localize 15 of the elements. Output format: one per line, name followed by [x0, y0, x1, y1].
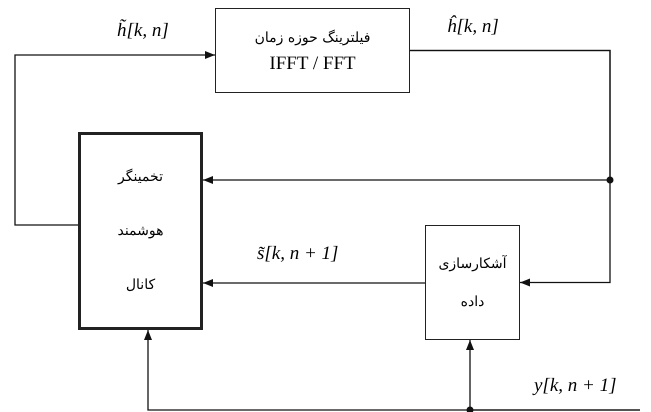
box-text: IFFT / FFT — [269, 52, 356, 76]
process-box — [215, 8, 410, 93]
box-text: آشکارسازی داده — [437, 254, 508, 312]
arrow — [14, 51, 215, 226]
edge-label: s̃[k, n + 1] — [255, 243, 340, 265]
arrow — [203, 279, 425, 287]
edge-label: y[k, n + 1] — [532, 375, 618, 397]
edge-label: ĥ[k, n] — [445, 16, 501, 38]
box-text: فیلترینگ حوزه زمان — [254, 28, 372, 48]
arrow — [466, 340, 640, 411]
edge-label: h̃[k, n] — [115, 20, 171, 42]
process-box — [425, 225, 520, 340]
process-box — [78, 132, 203, 330]
box-text: تخمینگر هوشمند کانال — [116, 168, 164, 295]
arrow — [410, 50, 611, 286]
